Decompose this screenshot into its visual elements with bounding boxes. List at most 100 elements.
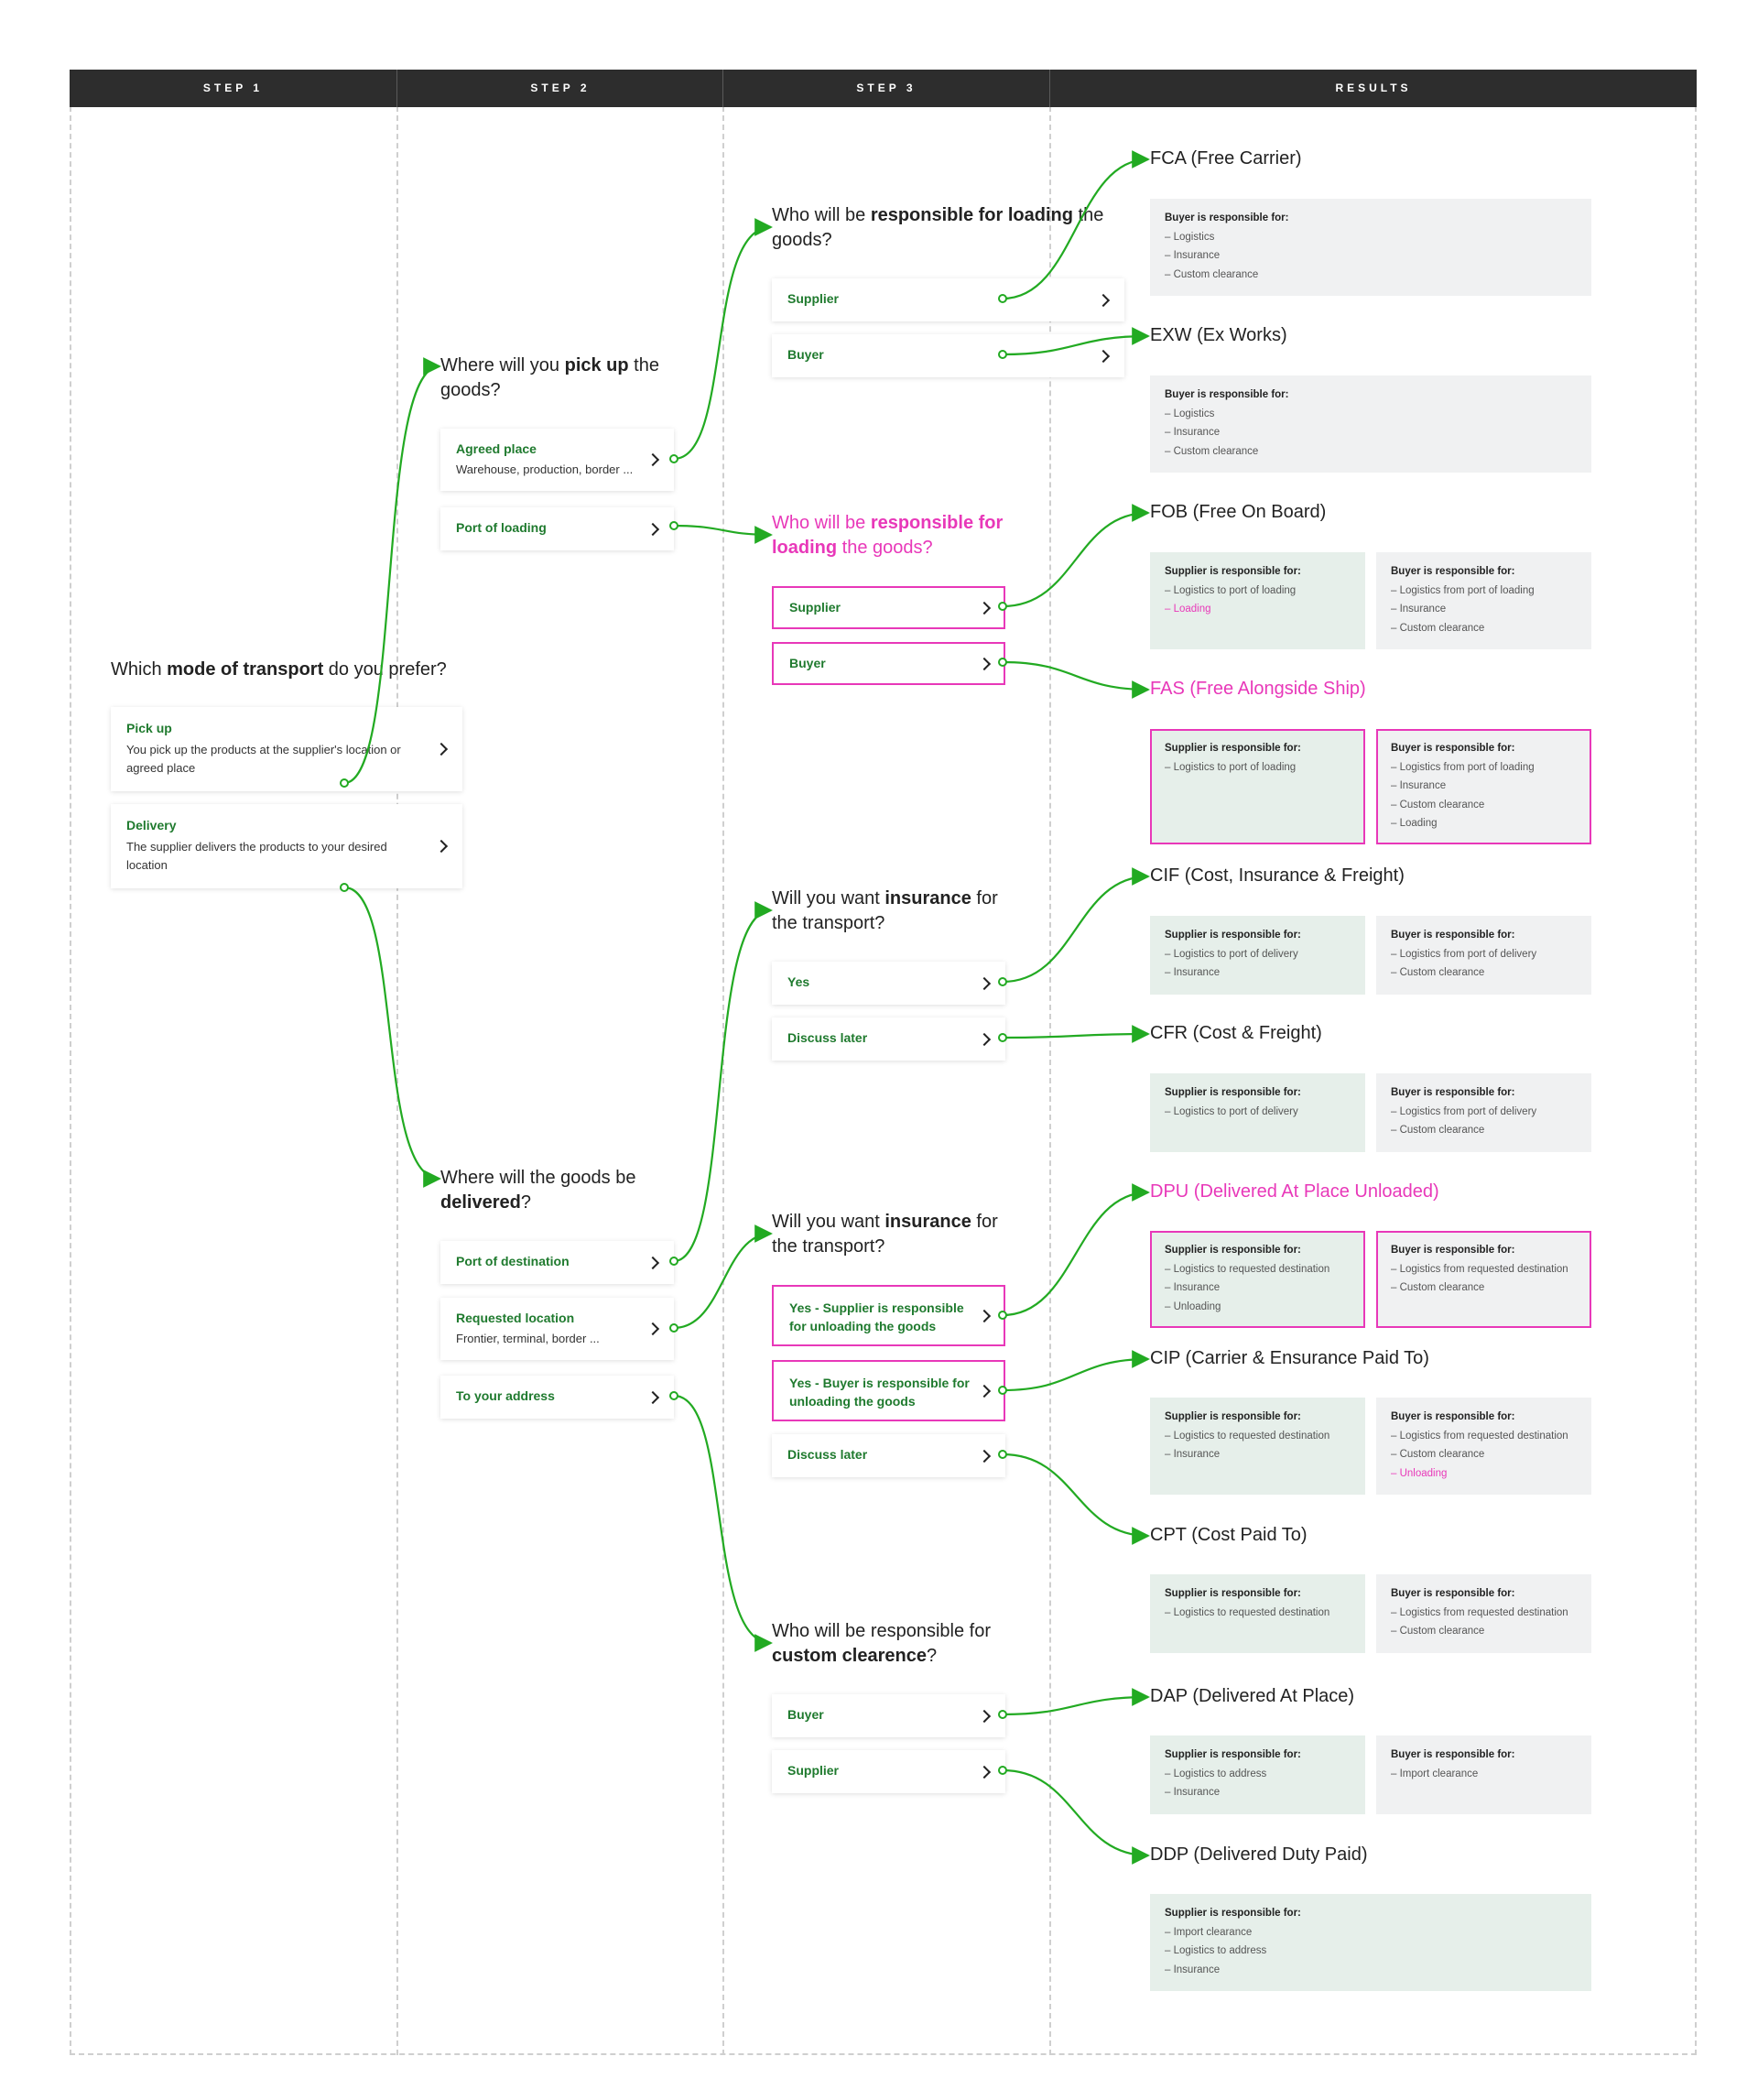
cif-buyer-box: Buyer is responsible for: – Logistics fr… (1376, 916, 1591, 995)
connector-start-dot (669, 1323, 678, 1333)
box-item: – Custom clearance (1391, 967, 1485, 978)
box-item: – Logistics to port of delivery (1165, 948, 1298, 960)
connector-yes-supplier-to-dpu (1002, 1183, 1150, 1317)
connector-delivery-to-delivery-question (343, 886, 441, 1188)
box-item: – Logistics from requested destination (1391, 1606, 1568, 1618)
dap-supplier-box: Supplier is responsible for: – Logistics… (1150, 1735, 1365, 1814)
connector-start-dot (998, 658, 1007, 667)
box-item: – Logistics to address (1165, 1945, 1267, 1956)
box-item: – Custom clearance (1391, 1626, 1485, 1637)
result-title-dpu: DPU (Delivered At Place Unloaded) (1150, 1181, 1439, 1202)
agreed-place-option[interactable]: Agreed place Warehouse, production, bord… (440, 429, 674, 491)
connector-yes-to-cif (1002, 867, 1150, 984)
connector-yes-buyer-to-cip (1002, 1350, 1150, 1392)
port-of-loading-option[interactable]: Port of loading (440, 507, 674, 550)
cpt-supplier-box: Supplier is responsible for: – Logistics… (1150, 1574, 1365, 1653)
cpt-buyer-box: Buyer is responsible for: – Logistics fr… (1376, 1574, 1591, 1653)
result-title-cip: CIP (Carrier & Ensurance Paid To) (1150, 1348, 1429, 1368)
transport-mode-question: Which mode of transport do you prefer? (111, 659, 447, 680)
box-item: – Logistics to port of loading (1165, 584, 1297, 596)
box-item: – Logistics to requested destination (1165, 1606, 1330, 1618)
box-item: – Insurance (1165, 1282, 1221, 1293)
delivery-option[interactable]: Delivery The supplier delivers the produ… (111, 804, 462, 888)
box-item: – Custom clearance (1391, 622, 1485, 634)
header-step3: STEP 3 (856, 82, 917, 94)
connector-start-dot (669, 1257, 678, 1266)
header-step1: STEP 1 (202, 82, 264, 94)
customs-buyer-option[interactable]: Buyer (772, 1694, 1005, 1737)
port-loading-supplier-option[interactable]: Supplier (772, 586, 1005, 629)
fca-buyer-box: Buyer is responsible for: – Logistics – … (1150, 199, 1591, 296)
box-item: – Insurance (1391, 780, 1447, 791)
dpu-supplier-box: Supplier is responsible for: – Logistics… (1150, 1231, 1365, 1328)
cfr-buyer-box: Buyer is responsible for: – Logistics fr… (1376, 1073, 1591, 1152)
dap-buyer-box: Buyer is responsible for: – Import clear… (1376, 1735, 1591, 1814)
loading-supplier-option[interactable]: Supplier (772, 278, 1124, 321)
result-title-cif: CIF (Cost, Insurance & Freight) (1150, 865, 1405, 886)
customs-supplier-option[interactable]: Supplier (772, 1750, 1005, 1793)
to-your-address-option[interactable]: To your address (440, 1376, 674, 1419)
ddp-supplier-box: Supplier is responsible for: – Import cl… (1150, 1894, 1591, 1991)
box-item: – Logistics (1165, 231, 1215, 243)
box-item: – Insurance (1165, 427, 1221, 438)
option-label: Buyer (787, 347, 824, 362)
fas-supplier-box: Supplier is responsible for: – Logistics… (1150, 729, 1365, 844)
box-item: – Custom clearance (1391, 1449, 1485, 1460)
port-of-destination-option[interactable]: Port of destination (440, 1241, 674, 1284)
requested-location-option[interactable]: Requested location Frontier, terminal, b… (440, 1298, 674, 1360)
connector-start-dot (998, 1386, 1007, 1395)
pickup-option[interactable]: Pick up You pick up the products at the … (111, 707, 462, 791)
insurance-later-option[interactable]: Discuss later (772, 1017, 1005, 1061)
cfr-supplier-box: Supplier is responsible for: – Logistics… (1150, 1073, 1365, 1152)
box-heading: Buyer is responsible for: (1391, 743, 1515, 754)
insurance-later-location-option[interactable]: Discuss later (772, 1434, 1005, 1477)
box-heading: Buyer is responsible for: (1165, 389, 1289, 400)
box-item: – Insurance (1165, 1449, 1221, 1460)
box-item: – Logistics to port of loading (1165, 761, 1297, 773)
box-heading: Buyer is responsible for: (1391, 566, 1515, 577)
box-item: – Insurance (1165, 1964, 1221, 1975)
box-item: – Logistics to requested destination (1165, 1263, 1330, 1275)
box-heading: Supplier is responsible for: (1165, 1749, 1301, 1760)
connector-requested-location-to-insurance-question (673, 1224, 773, 1330)
box-heading: Buyer is responsible for: (1391, 1411, 1515, 1422)
connector-port-destination-to-insurance-question (673, 901, 773, 1263)
cif-supplier-box: Supplier is responsible for: – Logistics… (1150, 916, 1365, 995)
result-title-cfr: CFR (Cost & Freight) (1150, 1023, 1322, 1043)
connector-address-to-customs-question (673, 1394, 773, 1652)
option-label: Delivery (126, 818, 177, 832)
box-item: – Import clearance (1165, 1926, 1253, 1938)
insurance-yes-option[interactable]: Yes (772, 962, 1005, 1005)
box-item: – Logistics from port of loading (1391, 584, 1535, 596)
box-item: – Loading (1391, 818, 1438, 829)
box-heading: Supplier is responsible for: (1165, 1245, 1301, 1256)
result-title-fob: FOB (Free On Board) (1150, 502, 1327, 522)
box-item: – Insurance (1165, 967, 1221, 978)
connector-start-dot (669, 521, 678, 530)
box-heading: Buyer is responsible for: (1391, 1588, 1515, 1599)
box-item: – Custom clearance (1391, 1125, 1485, 1136)
option-label: Pick up (126, 721, 172, 735)
option-label: Supplier (789, 600, 841, 615)
option-label: Port of destination (456, 1254, 570, 1268)
option-label: Discuss later (787, 1030, 868, 1045)
box-heading: Buyer is responsible for: (1391, 1245, 1515, 1256)
connector-start-dot (669, 454, 678, 463)
box-item: – Logistics (1165, 408, 1215, 419)
connector-customs-supplier-to-ddp (1002, 1768, 1150, 1865)
box-item: – Logistics from port of delivery (1391, 1105, 1537, 1117)
connector-start-dot (669, 1391, 678, 1400)
option-description: Warehouse, production, border ... (456, 462, 634, 476)
column-divider (722, 70, 724, 2055)
loading-buyer-option[interactable]: Buyer (772, 334, 1124, 377)
connector-start-dot (340, 883, 349, 892)
fob-buyer-box: Buyer is responsible for: – Logistics fr… (1376, 552, 1591, 649)
box-heading: Supplier is responsible for: (1165, 566, 1301, 577)
connector-customs-buyer-to-dap (1002, 1688, 1150, 1716)
option-label: Port of loading (456, 520, 547, 535)
box-heading: Buyer is responsible for: (1391, 1749, 1515, 1760)
box-item: – Insurance (1165, 1787, 1221, 1798)
